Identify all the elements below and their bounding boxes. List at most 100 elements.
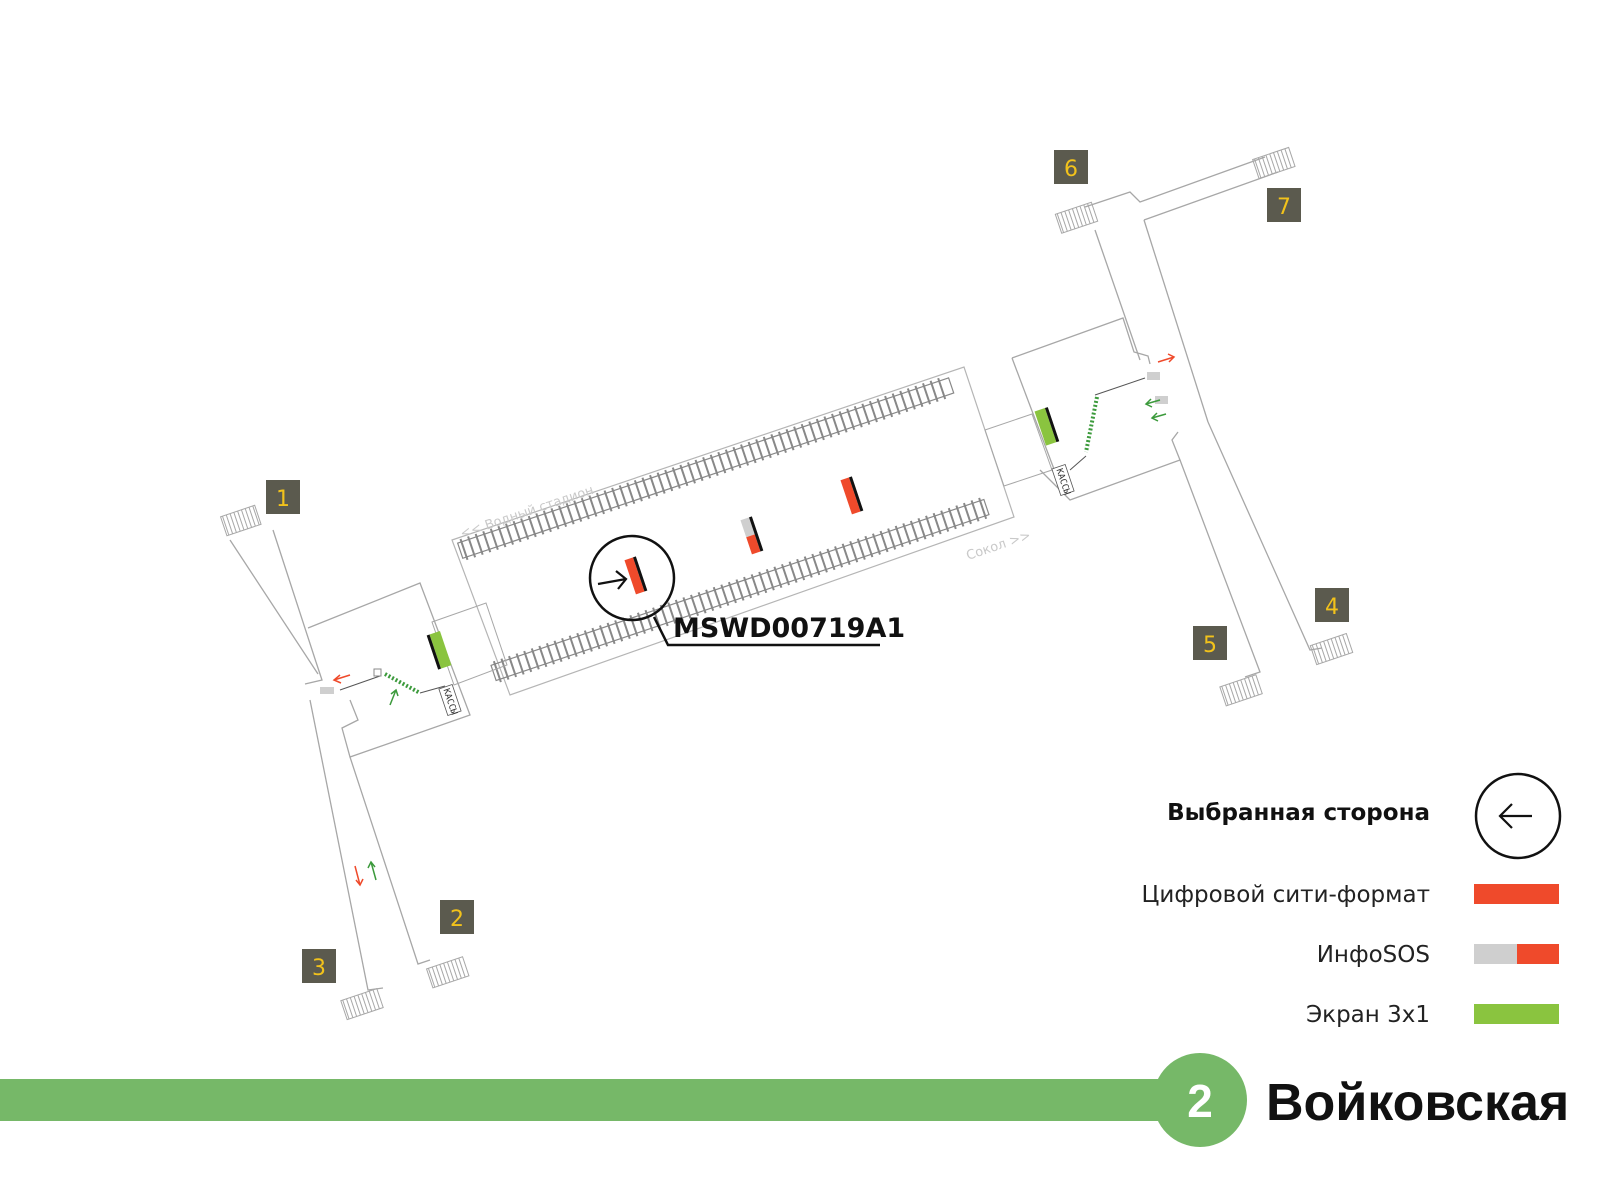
left-hall-outline	[307, 582, 471, 758]
line-mark	[947, 507, 957, 530]
line-mark	[561, 637, 571, 660]
line-mark	[697, 592, 707, 614]
line-mark	[252, 505, 260, 526]
selected-object-code: MSWD00719A1	[673, 613, 905, 644]
line-mark	[838, 411, 848, 433]
line-mark	[831, 413, 840, 436]
line-mark	[735, 579, 745, 601]
line-mark	[225, 514, 234, 534]
line-mark	[717, 451, 727, 474]
line-mark	[545, 643, 555, 665]
line-mark	[724, 449, 734, 471]
line-mark	[864, 535, 874, 558]
direction-right-label: Сокол >>	[964, 528, 1032, 564]
legend-label-city-format: Цифровой сити-формат	[1142, 882, 1430, 908]
line-mark	[1273, 152, 1281, 172]
line-mark	[690, 594, 699, 617]
line-mark	[1240, 679, 1248, 699]
line-mark	[1257, 157, 1266, 177]
left-vestibule	[229, 529, 508, 991]
line-mark	[467, 536, 477, 558]
line-mark	[641, 477, 651, 499]
line-mark	[743, 576, 753, 599]
exit-2-stairs	[425, 956, 470, 989]
line-mark	[599, 625, 608, 647]
line-mark	[682, 597, 692, 619]
line-mark	[520, 518, 530, 540]
exit-6-stairs	[1054, 201, 1099, 234]
info-sos-panel[interactable]	[740, 516, 764, 555]
line-mark	[872, 533, 881, 555]
line-mark	[773, 566, 783, 588]
line-mark	[1276, 151, 1285, 171]
line-mark	[955, 505, 965, 527]
platform-area: << Водный стадион Сокол >> MSWD00719A1	[451, 366, 1033, 696]
line-mark	[349, 997, 358, 1017]
line-mark	[884, 395, 894, 418]
line-mark	[596, 492, 605, 515]
svg-text:4: 4	[1325, 595, 1339, 620]
screen-3x1-left[interactable]	[426, 631, 452, 670]
line-mark	[458, 957, 466, 978]
line-mark	[512, 520, 522, 543]
line-mark	[887, 528, 897, 550]
line-mark	[618, 485, 628, 507]
line-mark	[229, 513, 237, 533]
line-mark	[450, 960, 459, 980]
right-turnstiles	[1069, 372, 1168, 471]
line-mark	[803, 556, 813, 578]
left-passage-upper	[229, 539, 319, 675]
line-mark	[237, 510, 245, 531]
line-mark	[550, 508, 560, 530]
line-mark	[1269, 153, 1277, 173]
line-mark	[1236, 681, 1244, 701]
svg-text:3: 3	[312, 956, 326, 981]
line-mark	[636, 612, 646, 634]
legend: Выбранная сторона Цифровой сити-формат И…	[1142, 772, 1562, 1028]
left-passage-upper-2	[272, 529, 317, 663]
line-mark	[372, 989, 380, 1009]
city-format-panel[interactable]	[840, 476, 864, 515]
line-mark	[788, 561, 798, 583]
line-stripe	[0, 1079, 1160, 1121]
line-mark	[891, 393, 901, 415]
selected-city-format-panel[interactable]	[624, 556, 648, 595]
left-passage-lower-east	[349, 756, 431, 965]
exit-box-2: 2	[440, 900, 474, 934]
line-mark	[970, 500, 980, 522]
line-mark	[656, 472, 666, 494]
line-mark	[747, 441, 757, 464]
arrow-red-icon	[332, 674, 351, 684]
line-mark	[361, 993, 369, 1013]
line-mark	[800, 423, 810, 446]
line-mark	[233, 512, 241, 532]
line-mark	[500, 658, 510, 680]
line-mark	[535, 513, 545, 535]
line-mark	[781, 563, 790, 586]
line-mark	[446, 961, 455, 982]
line-mark	[357, 994, 365, 1015]
left-hall-outline-2	[304, 661, 323, 685]
line-mark	[929, 380, 939, 402]
line-mark	[553, 640, 563, 662]
line-mark	[818, 551, 828, 573]
right-flow-arrows	[1144, 353, 1176, 422]
arrow-red-down-icon	[354, 865, 364, 887]
line-mark	[1087, 203, 1095, 223]
line-mark	[588, 495, 598, 517]
screen-3x1-right[interactable]	[1034, 407, 1060, 446]
line-mark	[1261, 156, 1269, 176]
line-mark	[1060, 212, 1068, 232]
right-passage-north-east	[1143, 219, 1209, 423]
arrow-green-icon	[389, 688, 399, 706]
line-mark	[777, 431, 787, 453]
line-mark	[727, 581, 737, 604]
line-mark	[879, 530, 889, 553]
line-mark	[649, 474, 659, 497]
legend-swatch-info-sos-red	[1517, 944, 1559, 964]
line-mark	[1071, 208, 1080, 228]
kassa-left: КАССЫ	[438, 683, 462, 716]
selected-marker-circle[interactable]	[588, 534, 676, 622]
arrow-right-icon	[597, 570, 628, 590]
